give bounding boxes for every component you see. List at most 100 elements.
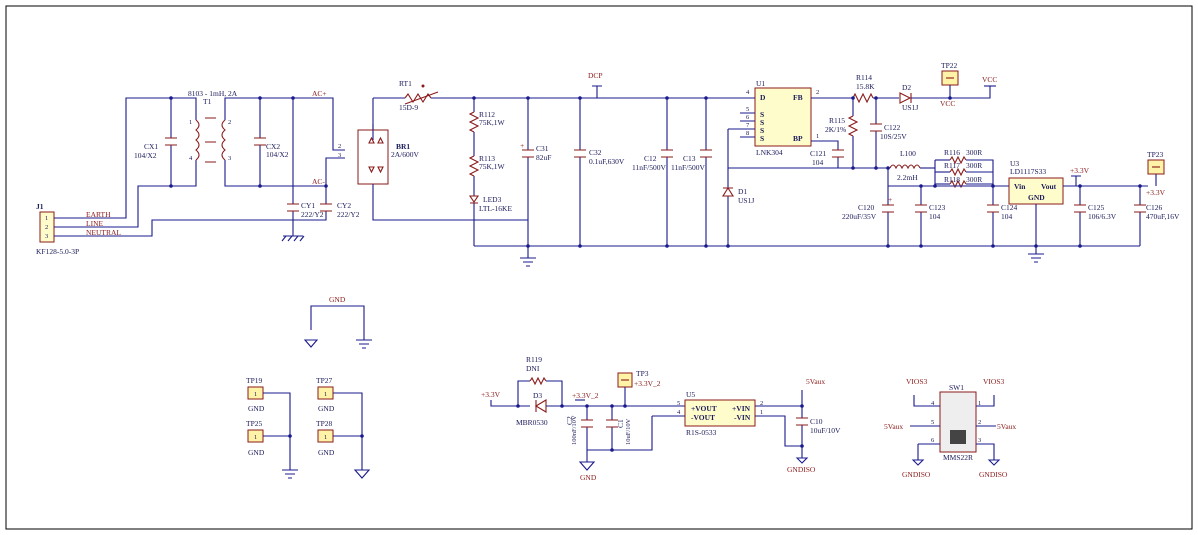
svg-text:C123: C123 xyxy=(929,203,946,212)
svg-text:R113: R113 xyxy=(479,154,495,163)
svg-text:1: 1 xyxy=(189,119,192,126)
svg-text:J1: J1 xyxy=(36,202,44,211)
capacitor-c125: C125 106/6.3V xyxy=(1074,186,1117,246)
capacitor-c31: + C31 82uF xyxy=(520,98,551,246)
capacitor-c32: C32 0.1uF,630V xyxy=(574,98,625,246)
net-gndiso-left: GNDISO xyxy=(902,470,931,479)
svg-text:GND: GND xyxy=(580,473,597,482)
inductor-l100: L100 2.2mH xyxy=(888,149,935,182)
svg-text:1: 1 xyxy=(324,434,327,441)
svg-text:CY2: CY2 xyxy=(337,201,351,210)
svg-text:R119: R119 xyxy=(526,355,542,364)
svg-text:GND: GND xyxy=(248,404,265,413)
svg-text:5: 5 xyxy=(677,400,680,407)
svg-text:2: 2 xyxy=(228,119,231,126)
svg-text:6: 6 xyxy=(931,437,935,444)
led-led3: LED3 LTL-16KE xyxy=(468,176,512,246)
svg-text:C10: C10 xyxy=(810,417,823,426)
capacitor-cy1: CY1 222/Y2 xyxy=(287,98,324,230)
net-vcc-label: VCC xyxy=(940,99,955,108)
svg-text:GND: GND xyxy=(329,295,346,304)
resistor-r118: R118 300R xyxy=(935,175,993,189)
svg-text:222/Y2: 222/Y2 xyxy=(301,210,324,219)
net-5vaux-port: 5Vaux xyxy=(801,377,825,406)
svg-text:11nF/500V: 11nF/500V xyxy=(632,163,666,172)
svg-text:10uF/10V: 10uF/10V xyxy=(625,418,632,445)
svg-text:3: 3 xyxy=(338,152,341,159)
transformer-t1: 8103 - 1mH, 2A T1 1 2 3 4 xyxy=(188,89,260,187)
svg-text:75K,1W: 75K,1W xyxy=(479,162,506,171)
capacitor-c120: + C120 220uF/35V xyxy=(842,168,894,246)
svg-text:GND: GND xyxy=(318,448,335,457)
svg-text:S: S xyxy=(760,110,764,119)
svg-text:+VIN: +VIN xyxy=(732,404,751,413)
net-vios3-right: VIOS3 xyxy=(983,377,1005,386)
net-gndiso-right: GNDISO xyxy=(979,470,1008,479)
svg-text:6: 6 xyxy=(746,114,750,121)
svg-text:1: 1 xyxy=(45,215,48,222)
testpoint-tp25: TP25 1 GND xyxy=(246,419,298,479)
capacitor-c123: C123 104 xyxy=(915,186,946,246)
gnd-net-tie: GND xyxy=(303,295,372,349)
svg-text:L100: L100 xyxy=(900,149,916,158)
svg-text:C125: C125 xyxy=(1088,203,1105,212)
resistor-r119: R119 DNI xyxy=(517,355,563,406)
net-5vaux-right: 5Vaux xyxy=(997,422,1016,431)
svg-text:SW1: SW1 xyxy=(949,383,964,392)
svg-text:1: 1 xyxy=(254,391,257,398)
net-neutral: NEUTRAL xyxy=(86,228,121,237)
regulator-u3: U3 LD1117S33 Vin Vout GND xyxy=(1008,159,1064,246)
capacitor-c12: C12 11nF/500V xyxy=(632,98,673,246)
diode-d3: D3 MBR0530 xyxy=(516,391,685,427)
svg-text:U5: U5 xyxy=(686,390,695,399)
svg-text:15D-9: 15D-9 xyxy=(399,103,418,112)
svg-text:5: 5 xyxy=(746,106,749,113)
svg-text:TP25: TP25 xyxy=(246,419,263,428)
svg-text:GND: GND xyxy=(318,404,335,413)
svg-text:D1: D1 xyxy=(738,187,747,196)
ground-icon xyxy=(520,246,536,267)
svg-text:LED3: LED3 xyxy=(483,195,502,204)
svg-text:+: + xyxy=(888,195,892,204)
svg-text:U3: U3 xyxy=(1010,159,1019,168)
svg-text:FB: FB xyxy=(793,93,803,102)
svg-text:300R: 300R xyxy=(966,148,982,157)
connector-j1: J1 1 2 3 KF128-5.0-3P xyxy=(36,202,79,256)
svg-text:4: 4 xyxy=(931,400,935,407)
net-3v3-input: +3.3V xyxy=(481,390,530,407)
sheet-border xyxy=(5,5,1193,530)
svg-text:S: S xyxy=(760,126,764,135)
svg-text:R115: R115 xyxy=(829,116,845,125)
svg-text:C13: C13 xyxy=(683,154,696,163)
net-ac-plus: AC+ xyxy=(312,89,327,98)
svg-text:VCC: VCC xyxy=(982,75,997,84)
svg-text:7: 7 xyxy=(746,122,750,129)
svg-text:220uF/35V: 220uF/35V xyxy=(842,212,877,221)
svg-text:LD1117S33: LD1117S33 xyxy=(1010,167,1046,176)
testpoint-tp22: TP22 xyxy=(941,61,959,98)
svg-text:+3.3V: +3.3V xyxy=(1070,166,1090,175)
svg-text:D3: D3 xyxy=(533,391,542,400)
net-line: LINE xyxy=(86,219,103,228)
svg-text:CX2: CX2 xyxy=(266,142,280,151)
vcc-port: VCC xyxy=(982,75,997,87)
svg-text:C120: C120 xyxy=(858,203,875,212)
capacitor-cx1: CX1 104/X2 xyxy=(134,98,177,186)
svg-text:2: 2 xyxy=(45,224,48,231)
svg-text:KF128-5.0-3P: KF128-5.0-3P xyxy=(36,247,79,256)
svg-text:GND: GND xyxy=(248,448,265,457)
svg-text:C31: C31 xyxy=(536,144,549,153)
capacitor-c122: C122 10S/25V xyxy=(870,98,907,168)
testpoint-tp28: TP28 1 GND xyxy=(316,419,371,479)
net-3v3-2-label: +3.3V_2 xyxy=(572,391,599,401)
chassis-ground-icon xyxy=(281,230,305,242)
capacitor-cy2: CY2 222/Y2 xyxy=(300,186,360,221)
svg-text:-VOUT: -VOUT xyxy=(691,413,715,422)
svg-text:TP3: TP3 xyxy=(636,369,649,378)
svg-text:+3.3V: +3.3V xyxy=(1146,188,1166,197)
resistor-r116: R116 300R xyxy=(935,148,994,186)
svg-text:75K,1W: 75K,1W xyxy=(479,118,506,127)
svg-text:2K/1%: 2K/1% xyxy=(825,125,846,134)
svg-text:C121: C121 xyxy=(810,149,827,158)
svg-text:Vin: Vin xyxy=(1014,182,1026,191)
